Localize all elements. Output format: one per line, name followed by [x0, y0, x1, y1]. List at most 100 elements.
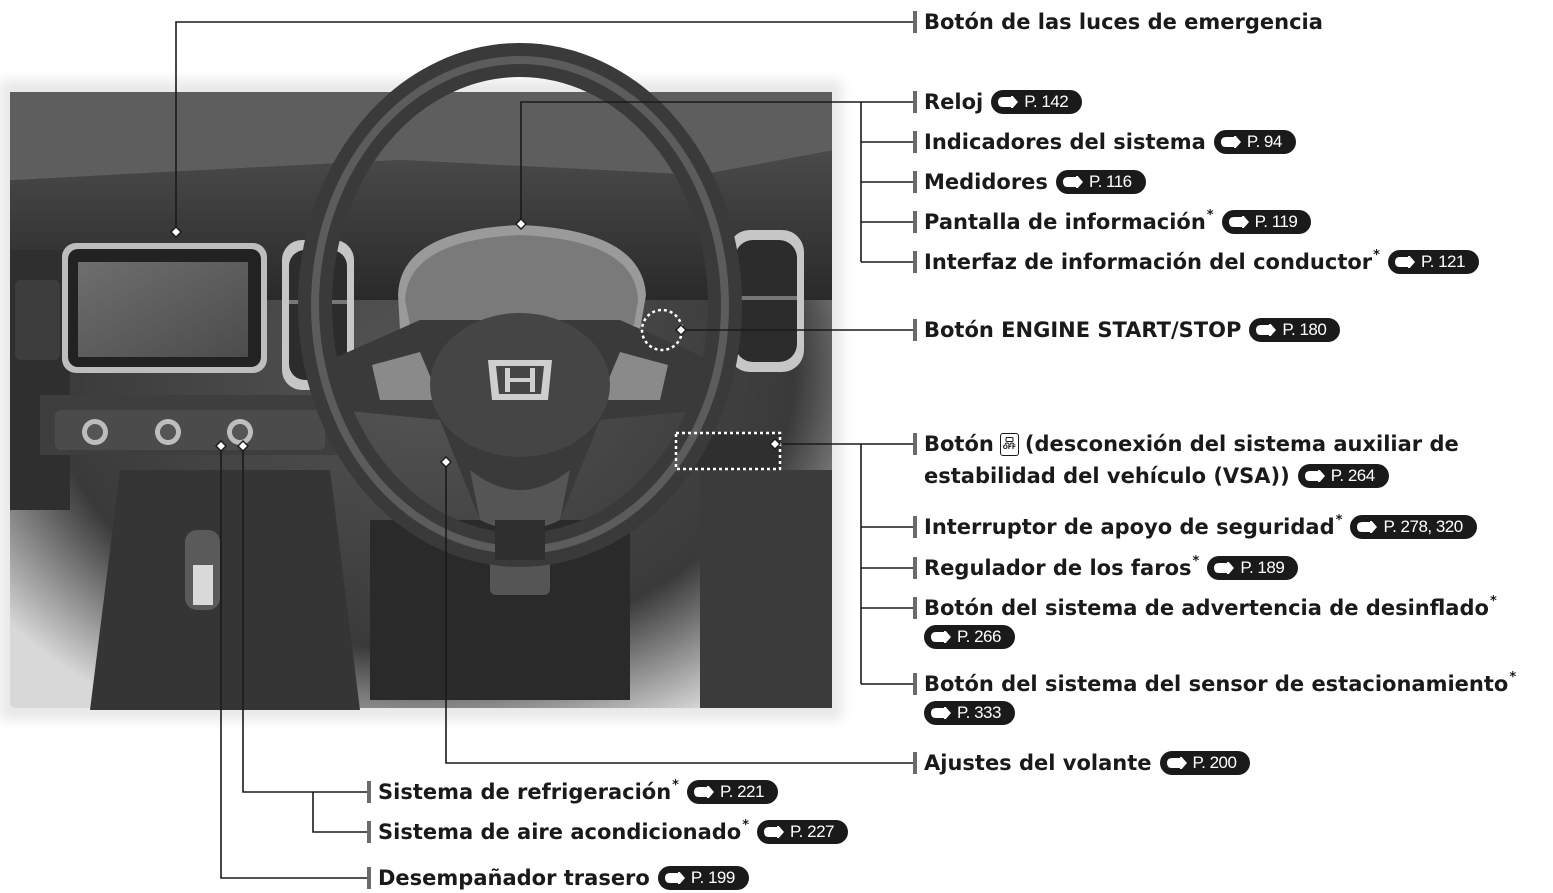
label-hazard-button: Botón de las luces de emergencia [913, 9, 1323, 35]
page-ref-link[interactable]: P. 264 [1297, 464, 1389, 488]
label-text: Sistema de refrigeración [378, 780, 672, 804]
page-ref-text: P. 121 [1420, 252, 1465, 271]
label-parking-sensor-button: Botón del sistema del sensor de estacion… [913, 670, 1516, 725]
page-ref-link[interactable]: P. 333 [924, 701, 1015, 725]
page-ref-text: P. 180 [1282, 320, 1327, 339]
label-bar [367, 867, 371, 889]
label-safety-support-switch: Interruptor de apoyo de seguridad* P. 27… [913, 513, 1477, 540]
page-ref-link[interactable]: P. 189 [1207, 556, 1299, 580]
label-gauges: Medidores P. 116 [913, 169, 1146, 195]
label-bar [913, 597, 917, 619]
label-bar [913, 171, 917, 193]
arrow-right-icon [1394, 256, 1416, 268]
label-text: Botón de las luces de emergencia [924, 10, 1323, 34]
label-text: Indicadores del sistema [924, 130, 1206, 154]
page-ref-text: P. 221 [719, 782, 764, 801]
label-bar [913, 319, 917, 341]
label-steering-adjust: Ajustes del volante P. 200 [913, 750, 1251, 776]
page-ref-text: P. 189 [1240, 558, 1285, 577]
page-ref-link[interactable]: P. 121 [1387, 250, 1479, 274]
asterisk: * [672, 778, 679, 793]
label-text: Desempañador trasero [378, 866, 650, 890]
label-headlight-leveler: Regulador de los faros* P. 189 [913, 554, 1299, 581]
label-bar [913, 673, 917, 695]
label-bar [913, 91, 917, 113]
label-text: Sistema de aire acondicionado [378, 820, 742, 844]
label-text: Botón [924, 432, 994, 456]
label-system-indicators: Indicadores del sistema P. 94 [913, 129, 1296, 155]
label-bar [367, 781, 371, 803]
label-bar [913, 211, 917, 233]
asterisk: * [1373, 248, 1380, 263]
label-text: Interruptor de apoyo de seguridad [924, 515, 1335, 539]
arrow-right-icon [930, 707, 952, 719]
label-info-display: Pantalla de información* P. 119 [913, 208, 1312, 235]
arrow-right-icon [1356, 521, 1378, 533]
page-ref-text: P. 266 [957, 627, 1001, 646]
arrow-right-icon [1255, 324, 1277, 336]
label-air-conditioning: Sistema de aire acondicionado* P. 227 [367, 818, 848, 845]
page-ref-text: P. 278, 320 [1383, 517, 1463, 536]
asterisk: * [1335, 513, 1343, 528]
arrow-right-icon [1220, 136, 1242, 148]
arrow-right-icon [664, 872, 686, 884]
label-text: Regulador de los faros [924, 556, 1192, 580]
label-text: Botón ENGINE START/STOP [924, 318, 1242, 342]
arrow-right-icon [1166, 757, 1188, 769]
label-bar [913, 251, 917, 273]
asterisk: * [742, 818, 750, 833]
label-text: Interfaz de información del conductor [924, 250, 1373, 274]
label-text: Medidores [924, 170, 1048, 194]
label-text-line1: (desconexión del sistema auxiliar de [1024, 432, 1459, 456]
page-ref-link[interactable]: P. 116 [1055, 170, 1146, 194]
page-ref-text: P. 94 [1246, 132, 1283, 151]
label-cooling-system: Sistema de refrigeración* P. 221 [367, 778, 778, 805]
page-ref-link[interactable]: P. 199 [657, 866, 749, 890]
vsa-off-icon: OFF [999, 432, 1019, 456]
page-ref-link[interactable]: P. 227 [757, 820, 848, 844]
page-ref-link[interactable]: P. 221 [686, 780, 778, 804]
label-bar [913, 433, 917, 455]
page-ref-text: P. 116 [1088, 172, 1132, 191]
label-engine-start-stop: Botón ENGINE START/STOP P. 180 [913, 317, 1341, 343]
asterisk: * [1192, 554, 1200, 569]
arrow-right-icon [693, 786, 715, 798]
vsa-icon-text: OFF [1002, 444, 1017, 451]
arrow-right-icon [1304, 470, 1326, 482]
label-deflation-warning-button: Botón del sistema de advertencia de desi… [913, 594, 1497, 649]
label-bar [913, 131, 917, 153]
arrow-right-icon [763, 826, 785, 838]
label-text: Ajustes del volante [924, 751, 1152, 775]
label-bar [913, 11, 917, 33]
page-ref-text: P. 333 [957, 703, 1001, 722]
page-ref-text: P. 264 [1330, 466, 1375, 485]
arrow-right-icon [930, 631, 952, 643]
asterisk: * [1509, 670, 1517, 685]
label-text: Botón del sistema del sensor de estacion… [924, 672, 1509, 696]
arrow-right-icon [1062, 176, 1084, 188]
label-rear-defogger: Desempañador trasero P. 199 [367, 865, 749, 891]
arrow-right-icon [1213, 562, 1235, 574]
page-ref-link[interactable]: P. 119 [1221, 210, 1312, 234]
page-ref-link[interactable]: P. 200 [1159, 751, 1251, 775]
page-ref-link[interactable]: P. 278, 320 [1350, 515, 1477, 539]
label-bar [913, 557, 917, 579]
label-bar [913, 516, 917, 538]
page-ref-link[interactable]: P. 180 [1249, 318, 1341, 342]
page-ref-link[interactable]: P. 94 [1213, 130, 1296, 154]
page-ref-text: P. 200 [1192, 753, 1237, 772]
label-bar [367, 821, 371, 843]
page-ref-text: P. 142 [1024, 92, 1069, 111]
page-ref-text: P. 227 [790, 822, 834, 841]
asterisk: * [1206, 208, 1214, 223]
page-ref-text: P. 199 [690, 868, 735, 887]
label-text: Pantalla de información [924, 210, 1206, 234]
asterisk: * [1489, 594, 1497, 609]
page-ref-link[interactable]: P. 142 [991, 90, 1083, 114]
label-vsa-off-button: Botón OFF (desconexión del sistema auxil… [913, 431, 1459, 489]
arrow-right-icon [1228, 216, 1250, 228]
page-ref-text: P. 119 [1254, 212, 1298, 231]
page-ref-link[interactable]: P. 266 [924, 625, 1015, 649]
label-text: Botón del sistema de advertencia de desi… [924, 596, 1489, 620]
arrow-right-icon [997, 96, 1019, 108]
